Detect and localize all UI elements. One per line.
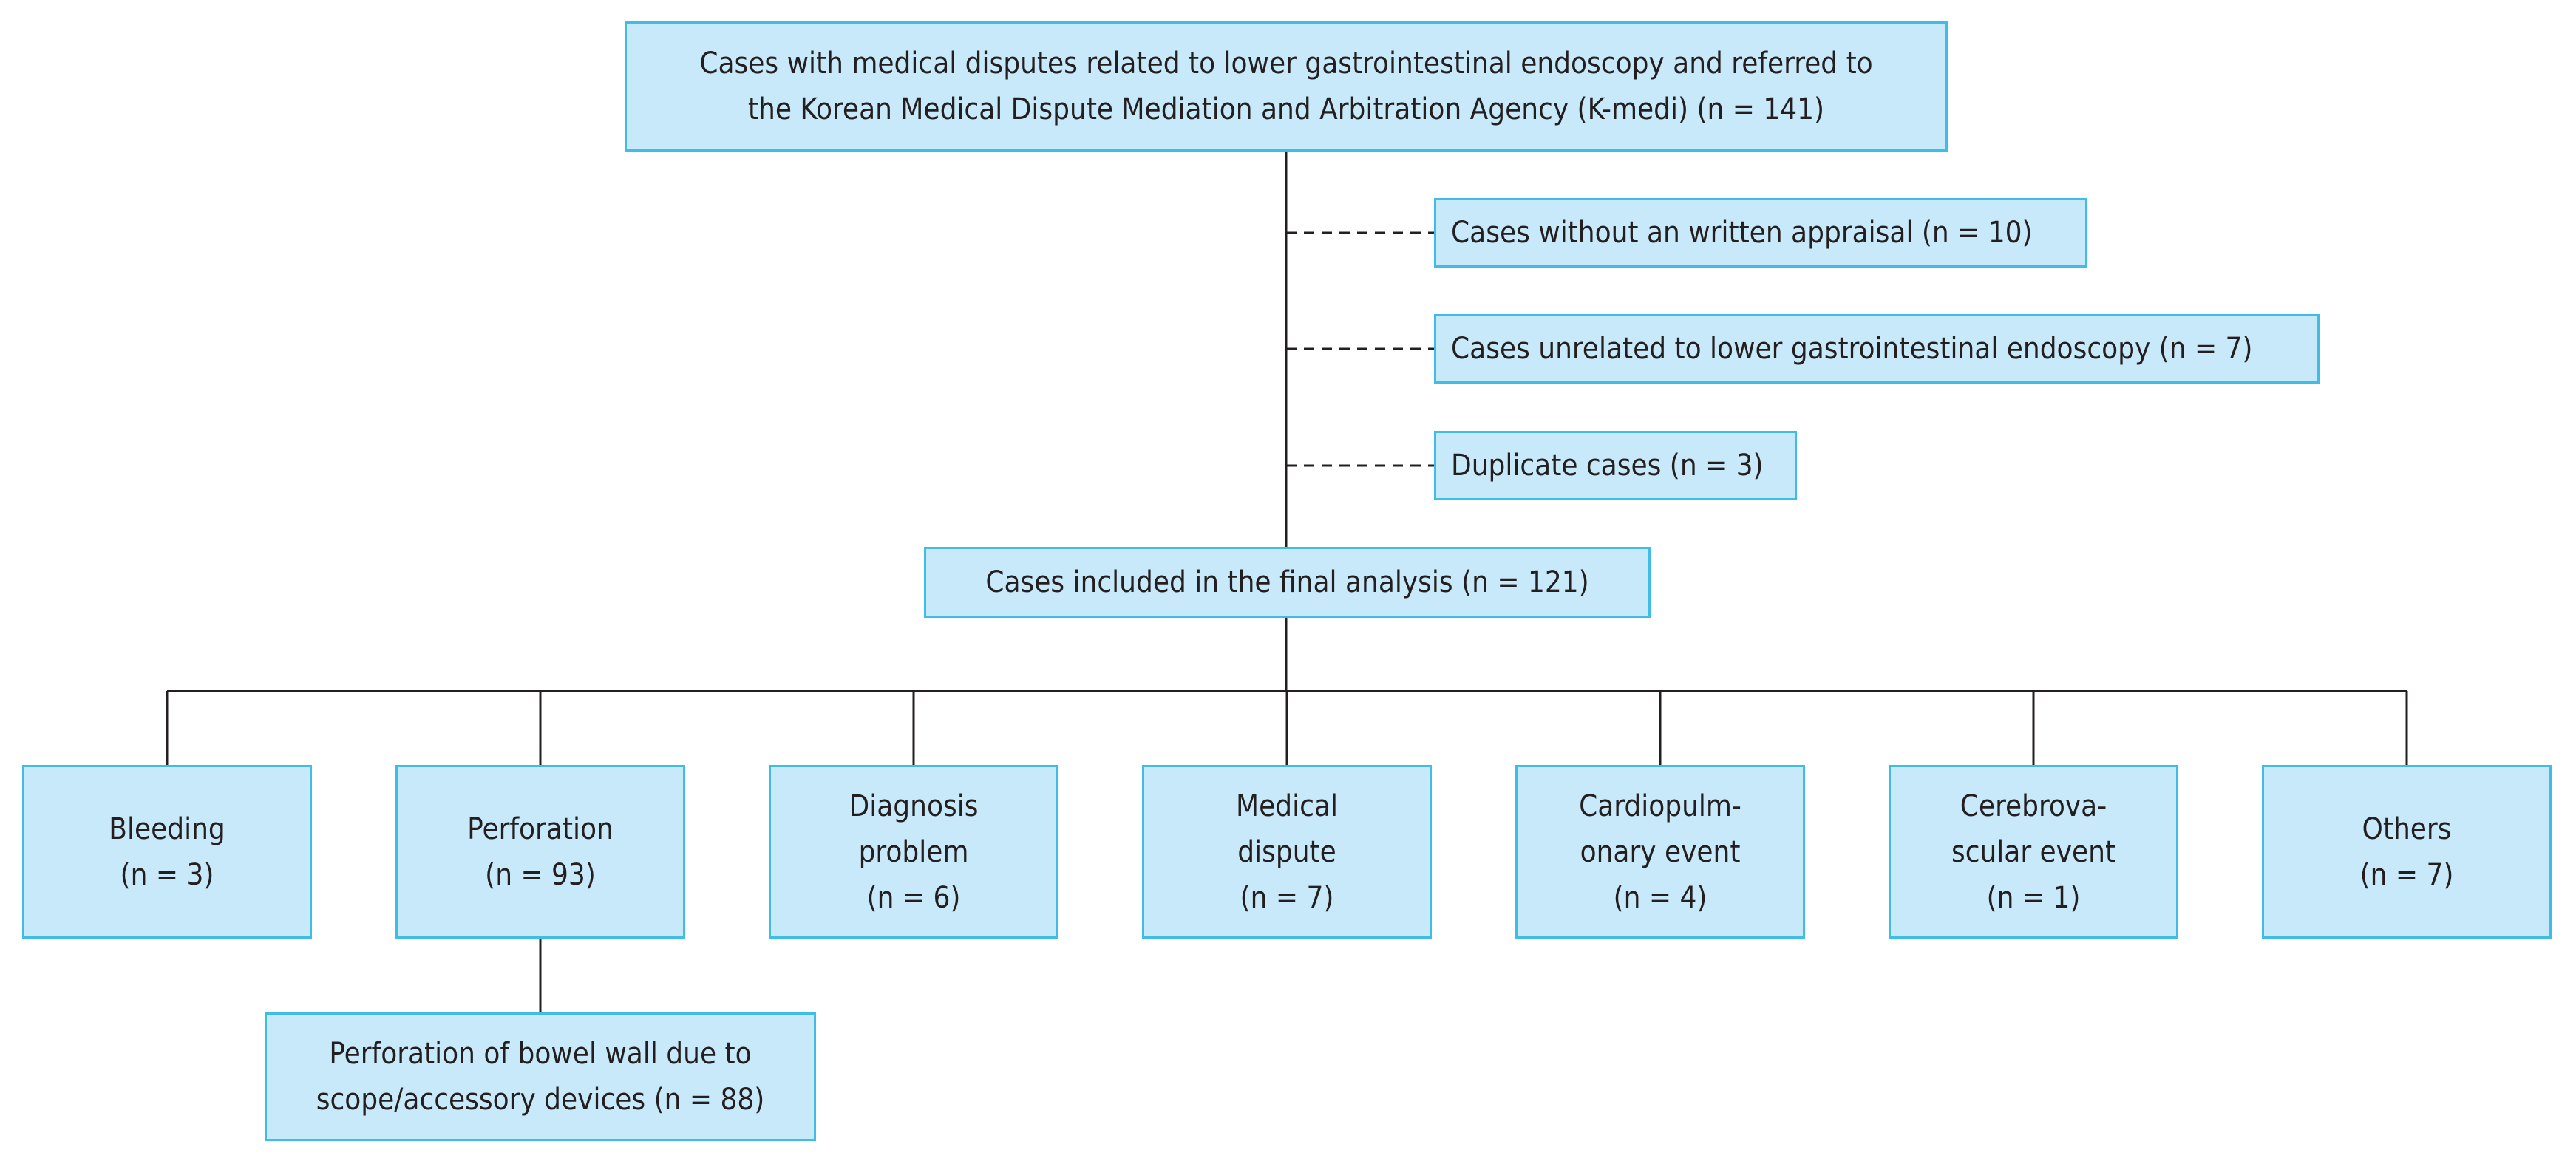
cardio-line3: (n = 4) <box>1613 880 1707 915</box>
box-cerebrovascular-event: Cerebrova- scular event (n = 1) <box>1889 765 2178 939</box>
cerebro-line3: (n = 1) <box>1986 880 2081 915</box>
excluded-no-appraisal-text: Cases without an written appraisal (n = … <box>1451 216 2033 250</box>
box-bleeding: Bleeding (n = 3) <box>22 765 312 939</box>
excluded-unrelated-text: Cases unrelated to lower gastrointestina… <box>1451 332 2253 366</box>
medical-dispute-line1: Medical <box>1236 789 1338 823</box>
box-diagnosis-problem: Diagnosis problem (n = 6) <box>769 765 1058 939</box>
cerebro-line2: scular event <box>1951 834 2116 869</box>
medical-dispute-line3: (n = 7) <box>1240 880 1334 915</box>
box-others: Others (n = 7) <box>2262 765 2552 939</box>
box-medical-dispute: Medical dispute (n = 7) <box>1142 765 1432 939</box>
perforation-line2: (n = 93) <box>485 857 596 892</box>
box-excluded-no-appraisal: Cases without an written appraisal (n = … <box>1434 198 2087 268</box>
bleeding-line2: (n = 3) <box>120 857 214 892</box>
cerebro-line1: Cerebrova- <box>1960 789 2107 823</box>
diagnosis-line1: Diagnosis <box>849 789 979 823</box>
final-analysis-text: Cases included in the final analysis (n … <box>985 565 1589 599</box>
initial-cases-line2: the Korean Medical Dispute Mediation and… <box>747 92 1825 126</box>
box-initial-cases: Cases with medical disputes related to l… <box>625 21 1948 152</box>
diagnosis-line2: problem <box>858 834 969 869</box>
perforation-line1: Perforation <box>467 811 614 846</box>
box-perforation-bowel-wall: Perforation of bowel wall due to scope/a… <box>265 1012 816 1141</box>
perforation-bowel-line2: scope/accessory devices (n = 88) <box>316 1083 765 1117</box>
cardio-line1: Cardiopulm- <box>1579 789 1741 823</box>
cardio-line2: onary event <box>1580 834 1741 869</box>
medical-dispute-line2: dispute <box>1237 834 1336 869</box>
box-final-analysis: Cases included in the final analysis (n … <box>924 547 1651 618</box>
others-line1: Others <box>2362 811 2452 846</box>
box-perforation: Perforation (n = 93) <box>395 765 685 939</box>
box-excluded-duplicate: Duplicate cases (n = 3) <box>1434 431 1797 500</box>
excluded-duplicate-text: Duplicate cases (n = 3) <box>1451 449 1764 483</box>
box-excluded-unrelated: Cases unrelated to lower gastrointestina… <box>1434 314 2320 384</box>
initial-cases-line1: Cases with medical disputes related to l… <box>699 47 1873 81</box>
perforation-bowel-line1: Perforation of bowel wall due to <box>329 1037 752 1071</box>
others-line2: (n = 7) <box>2359 857 2454 892</box>
box-cardiopulmonary-event: Cardiopulm- onary event (n = 4) <box>1515 765 1805 939</box>
bleeding-line1: Bleeding <box>109 811 225 846</box>
diagnosis-line3: (n = 6) <box>866 880 961 915</box>
